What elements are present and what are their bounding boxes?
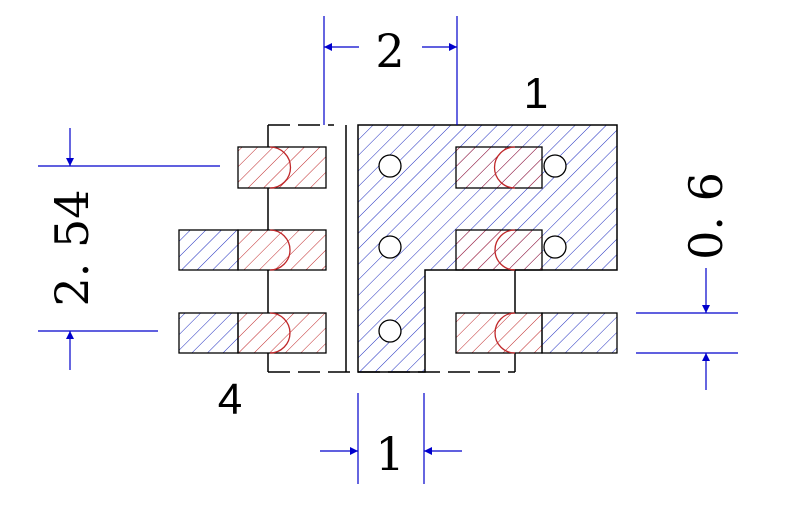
left-pad-top-red: [237, 146, 327, 189]
left-pads: [178, 146, 327, 354]
via-circle: [543, 154, 567, 178]
dim-right-thickness-label: 0. 6: [679, 172, 733, 260]
dim-bottom-gap-label: 1: [375, 427, 404, 481]
via-circle: [543, 235, 567, 259]
dim-top-width: [323, 16, 458, 125]
dim-left-pitch: [38, 128, 220, 370]
right-pad-mid-red: [455, 229, 543, 271]
left-pad-mid-blue: [178, 229, 239, 271]
left-pad-mid-red: [237, 229, 327, 271]
left-pad-bot-blue: [178, 312, 239, 354]
dim-left-pitch-label: 2. 54: [45, 189, 99, 306]
via-circle: [378, 235, 402, 259]
right-pad-bot-blue: [541, 312, 618, 354]
via-circle: [378, 319, 402, 343]
left-pad-bot-red: [237, 312, 327, 354]
right-pad-bot-red: [455, 312, 543, 354]
dim-bottom-gap: [320, 393, 462, 484]
left-pad-arcs: [269, 146, 292, 354]
pin-4-label: 4: [218, 375, 242, 424]
right-pad-arcs: [493, 146, 516, 354]
dim-top-width-label: 2: [375, 24, 404, 78]
via-circle: [378, 154, 402, 178]
via-group: [378, 154, 567, 343]
dim-right-thickness: [636, 268, 738, 390]
right-pad-top-red: [455, 146, 543, 189]
pin-1-label: 1: [524, 69, 548, 118]
